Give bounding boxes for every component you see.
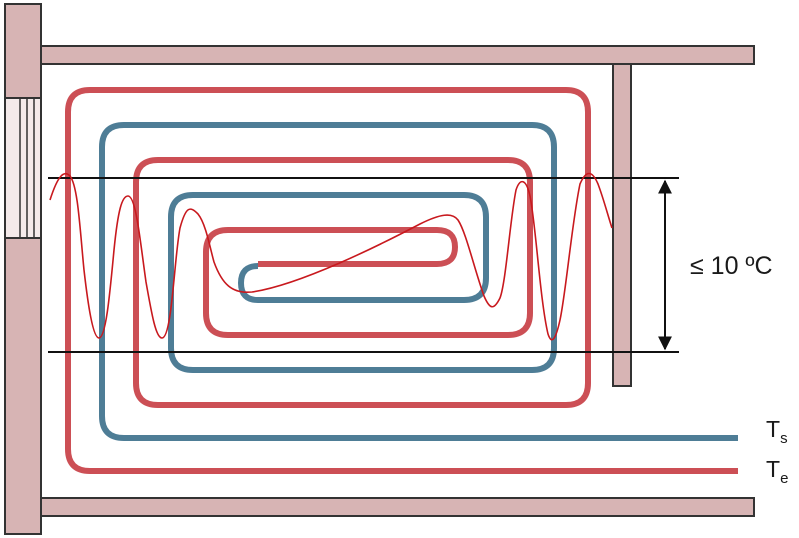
left-wall-upper (4, 3, 42, 99)
return-label-main: T (766, 456, 780, 482)
supply-label-subscript: s (780, 430, 788, 447)
supply-label: Ts (766, 416, 788, 447)
bottom-wall (40, 497, 755, 517)
return-pipe (65, 87, 738, 474)
return-label: Te (766, 456, 788, 487)
temperature-curve (49, 172, 613, 341)
svg-text:Ts: Ts (766, 416, 788, 447)
partition-wall (612, 63, 632, 387)
supply-label-main: T (766, 416, 780, 442)
top-wall (40, 45, 755, 65)
supply-pipe (99, 122, 738, 441)
return-label-subscript: e (780, 470, 788, 487)
delta-t-label: ≤ 10 ºC (690, 252, 773, 280)
left-wall-lower (4, 237, 42, 535)
window-frame (4, 97, 42, 239)
temperature-band (48, 177, 679, 353)
return-pipe-outer-loop (65, 87, 738, 474)
walls (4, 3, 755, 535)
supply-pipe-loop (99, 122, 738, 441)
svg-text:Te: Te (766, 456, 788, 487)
